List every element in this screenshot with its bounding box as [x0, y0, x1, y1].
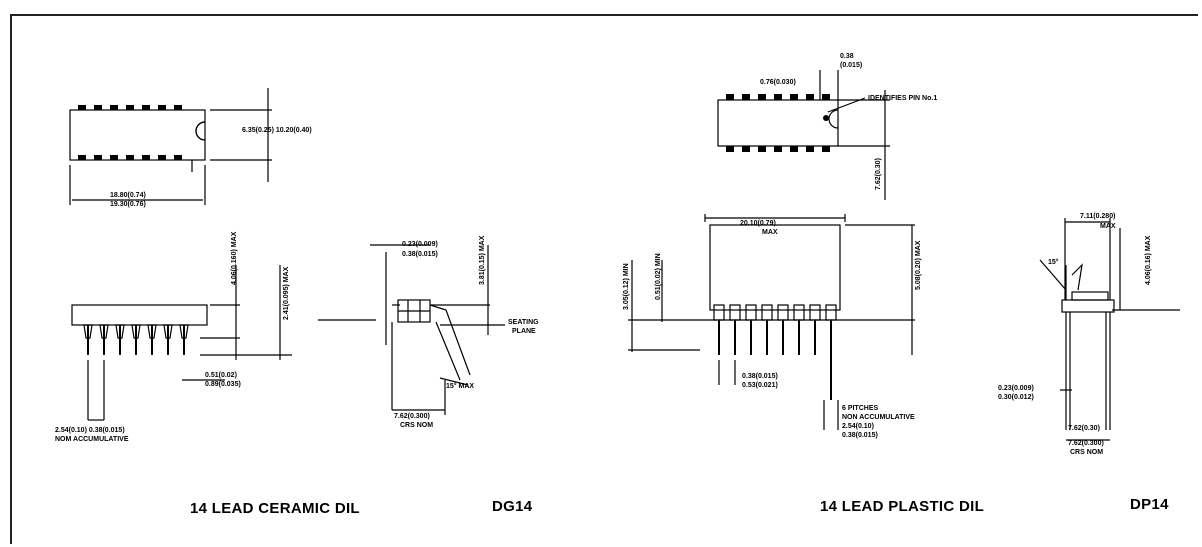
ceramic-row-spacing-dim-2: CRS NOM [400, 422, 433, 429]
plastic-row-spacing-dim-2: 7.62(0.300) [1068, 440, 1104, 447]
plastic-pin1-marker: IDENTIFIES PIN No.1 [868, 95, 937, 102]
plastic-height-dim: 5.08(0.20) MAX [915, 240, 922, 290]
ceramic-side-view [71, 265, 292, 421]
plastic-corner-dim-2: (0.015) [840, 62, 862, 69]
plastic-width-dim: 7.62(0.30) [875, 158, 882, 190]
plastic-standoff-min-dim: 0.51(0.02) MIN [655, 253, 662, 300]
plastic-lead-width-dim: 0.38(0.015) [742, 373, 778, 380]
plastic-angle-dim: 15° [1048, 258, 1059, 266]
plastic-lead-thickness-dim: 0.23(0.009) [998, 385, 1034, 392]
ceramic-top-view [69, 88, 272, 205]
plastic-top-dim: 0.76(0.030) [760, 79, 796, 86]
plastic-package-title: 14 LEAD PLASTIC DIL [820, 498, 985, 515]
plastic-lead-width-dim-2: 0.53(0.021) [742, 382, 778, 389]
plastic-package-code: DP14 [1130, 496, 1169, 513]
drawing-frame [10, 14, 1198, 544]
plastic-corner-dim: 0.38 [840, 53, 854, 60]
ceramic-body-width-dim: 6.35(0.25) 10.20(0.40) [242, 127, 312, 134]
ceramic-lead-pitch-dim-2: NOM ACCUMULATIVE [55, 436, 129, 443]
ceramic-body-length-dim: 18.80(0.74) [110, 192, 146, 199]
ceramic-end-view [318, 244, 505, 415]
plastic-end-height-dim: 4.06(0.16) MAX [1145, 235, 1152, 285]
plastic-pitch-label: 6 PITCHES [842, 405, 879, 412]
ceramic-lead-thickness-dim-2: 0.38(0.015) [402, 251, 438, 258]
plastic-width-max-dim-2: MAX [1100, 223, 1116, 230]
plastic-standoff-dim: 3.05(0.12) MIN [623, 263, 630, 310]
plastic-width-max-dim: 7.11(0.280) [1080, 213, 1115, 220]
ceramic-standoff-dim-2: 0.89(0.035) [205, 381, 241, 388]
plastic-row-spacing-dim-3: CRS NOM [1070, 449, 1103, 456]
ceramic-row-spacing-dim: 7.62(0.300) [394, 413, 430, 420]
ceramic-lead-pitch-dim: 2.54(0.10) 0.38(0.015) [55, 427, 125, 434]
ceramic-seating-plane-label: SEATING [508, 319, 539, 326]
ceramic-end-height-dim: 3.81(0.15) MAX [479, 235, 486, 285]
plastic-body-length-dim-2: MAX [762, 229, 778, 236]
ceramic-body-length-dim-2: 19.30(0.76) [110, 201, 146, 208]
plastic-side-view [628, 214, 915, 430]
ceramic-overall-height-dim: 2.41(0.095) MAX [283, 266, 290, 320]
ceramic-angle-dim: 15° MAX [446, 382, 474, 390]
ceramic-standoff-dim: 0.51(0.02) [205, 372, 237, 379]
ceramic-lead-thickness-dim: 0.23(0.009) [402, 241, 438, 248]
ceramic-package-title: 14 LEAD CERAMIC DIL [190, 500, 360, 517]
plastic-body-length-dim: 20.10(0.79) [740, 220, 776, 227]
plastic-pitch-val-2: 0.38(0.015) [842, 432, 878, 439]
plastic-top-view [717, 70, 890, 200]
plastic-end-view [1039, 218, 1180, 441]
plastic-pitch-label-2: NON ACCUMULATIVE [842, 414, 915, 421]
ceramic-seating-plane-label-2: PLANE [512, 328, 536, 335]
plastic-row-spacing-dim: 7.62(0.30) [1068, 425, 1100, 432]
ceramic-package-code: DG14 [492, 498, 533, 515]
plastic-pitch-val: 2.54(0.10) [842, 423, 874, 430]
plastic-lead-thickness-dim-2: 0.30(0.012) [998, 394, 1034, 401]
ceramic-seating-height-dim: 4.06(0.160) MAX [231, 231, 238, 285]
